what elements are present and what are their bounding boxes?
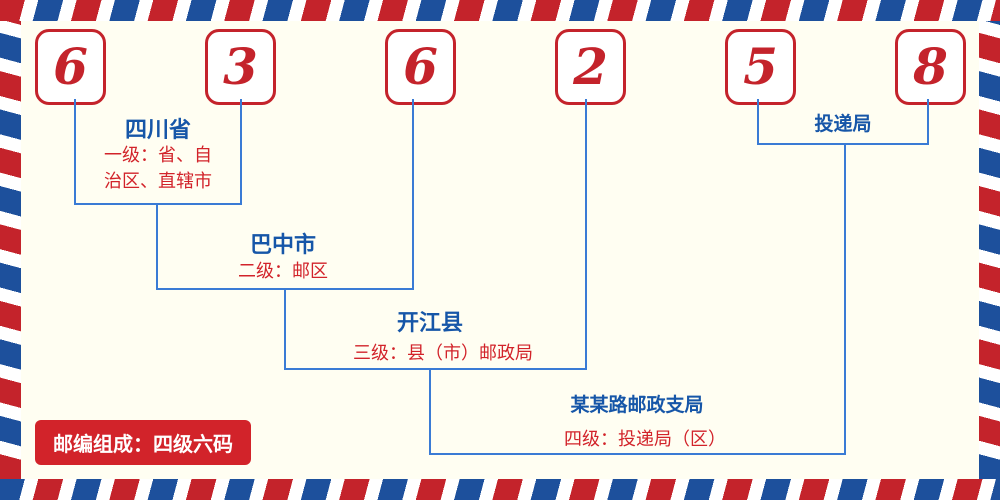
connector-line-delivery-left: [757, 99, 759, 145]
connector-line-delivery-bottom: [757, 143, 929, 145]
postal-digit-5: 5: [743, 37, 778, 96]
connector-line-delivery-right: [927, 99, 929, 145]
connector-line-l3-bottom: [284, 368, 587, 370]
level1-desc-label: 一级：省、自 治区、直辖市: [104, 145, 212, 192]
connector-line-l3-right: [585, 99, 587, 370]
postal-composition-badge: 邮编组成：四级六码: [35, 420, 251, 465]
connector-line-l1-right: [240, 99, 242, 205]
connector-line-l3-left: [284, 290, 286, 370]
postal-digit-3: 6: [403, 37, 438, 96]
digit-box-3: 6: [385, 29, 456, 105]
connector-line-l2-left: [156, 205, 158, 290]
airmail-border-left: [0, 21, 21, 479]
connector-line-l4-bottom: [429, 453, 846, 455]
airmail-border-bottom: [0, 479, 1000, 500]
digit-box-4: 2: [555, 29, 626, 105]
level4-place-label: 某某路邮政支局: [570, 395, 704, 416]
digit-box-5: 5: [725, 29, 796, 105]
postal-digit-2: 3: [223, 37, 258, 96]
connector-line-l1-bottom: [74, 203, 242, 205]
airmail-border-top: [0, 0, 1000, 21]
level4-desc-label: 四级：投递局（区）: [564, 429, 726, 449]
digit-box-1: 6: [35, 29, 106, 105]
connector-line-l2-right: [412, 99, 414, 290]
level2-desc-label: 二级：邮区: [238, 261, 328, 281]
connector-line-l4-left: [429, 370, 431, 455]
postal-digit-6: 8: [913, 37, 948, 96]
connector-line-l2-bottom: [156, 288, 414, 290]
digit-box-6: 8: [895, 29, 966, 105]
level2-place-label: 巴中市: [249, 232, 317, 257]
level3-desc-label: 三级：县（市）邮政局: [353, 343, 533, 363]
level1-place-label: 四川省: [124, 117, 192, 142]
connector-line-l4-right: [844, 145, 846, 455]
delivery-office-label: 投递局: [814, 114, 872, 135]
postal-digit-4: 2: [573, 37, 608, 96]
airmail-border-right: [979, 21, 1000, 479]
postal-digit-1: 6: [53, 37, 88, 96]
connector-line-l1-left: [74, 99, 76, 205]
digit-box-2: 3: [205, 29, 276, 105]
level3-place-label: 开江县: [396, 310, 464, 335]
